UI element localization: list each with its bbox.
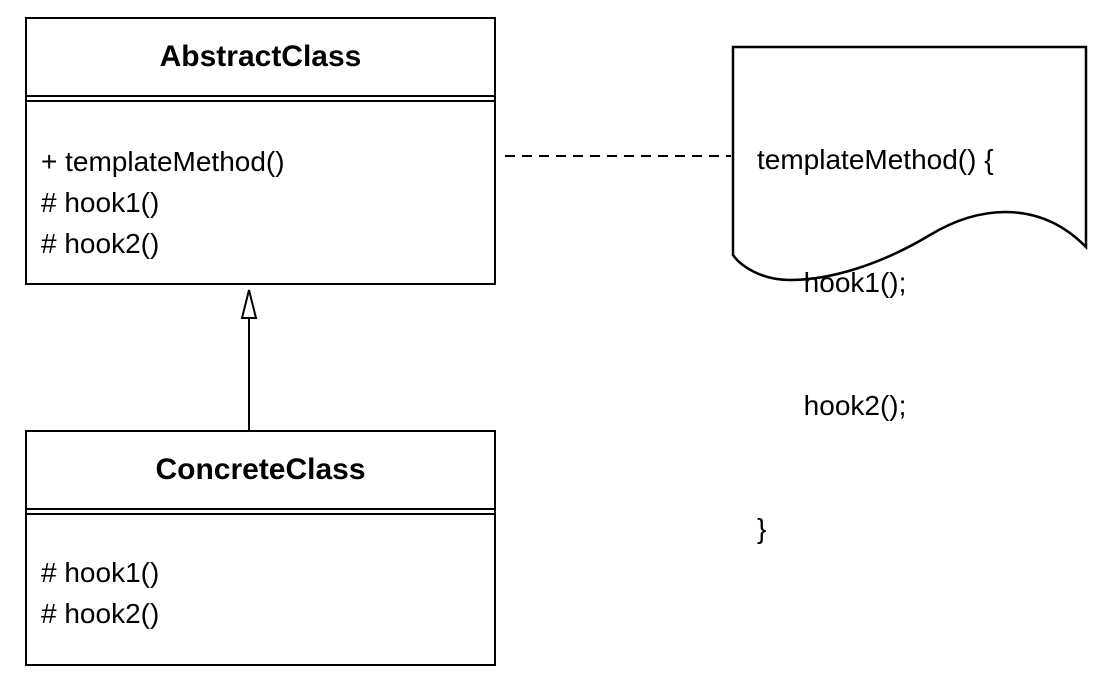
note-line: templateMethod() { [757,144,994,175]
abstract-class-box: AbstractClass + templateMethod() # hook1… [25,17,496,285]
member-hook2: # hook2() [41,228,160,259]
concrete-class-box: ConcreteClass # hook1() # hook2() [25,430,496,666]
class-separator [27,95,494,102]
class-name: ConcreteClass [155,453,366,486]
member-list: # hook1() # hook2() [41,552,159,634]
note-shape [731,45,1088,282]
member-hook1: # hook1() [41,187,160,218]
member-template-method: + templateMethod() [41,146,285,177]
member-hook2: # hook2() [41,598,160,629]
member-list: + templateMethod() # hook1() # hook2() [41,141,285,264]
class-name: AbstractClass [159,40,362,73]
note-line: hook2(); [757,390,907,421]
member-hook1: # hook1() [41,557,160,588]
note-line: } [757,513,767,544]
note-text: templateMethod() { hook1(); hook2(); } [757,57,994,590]
class-separator [27,508,494,515]
note-line: hook1(); [757,267,907,298]
generalization-arrowhead [240,289,258,319]
